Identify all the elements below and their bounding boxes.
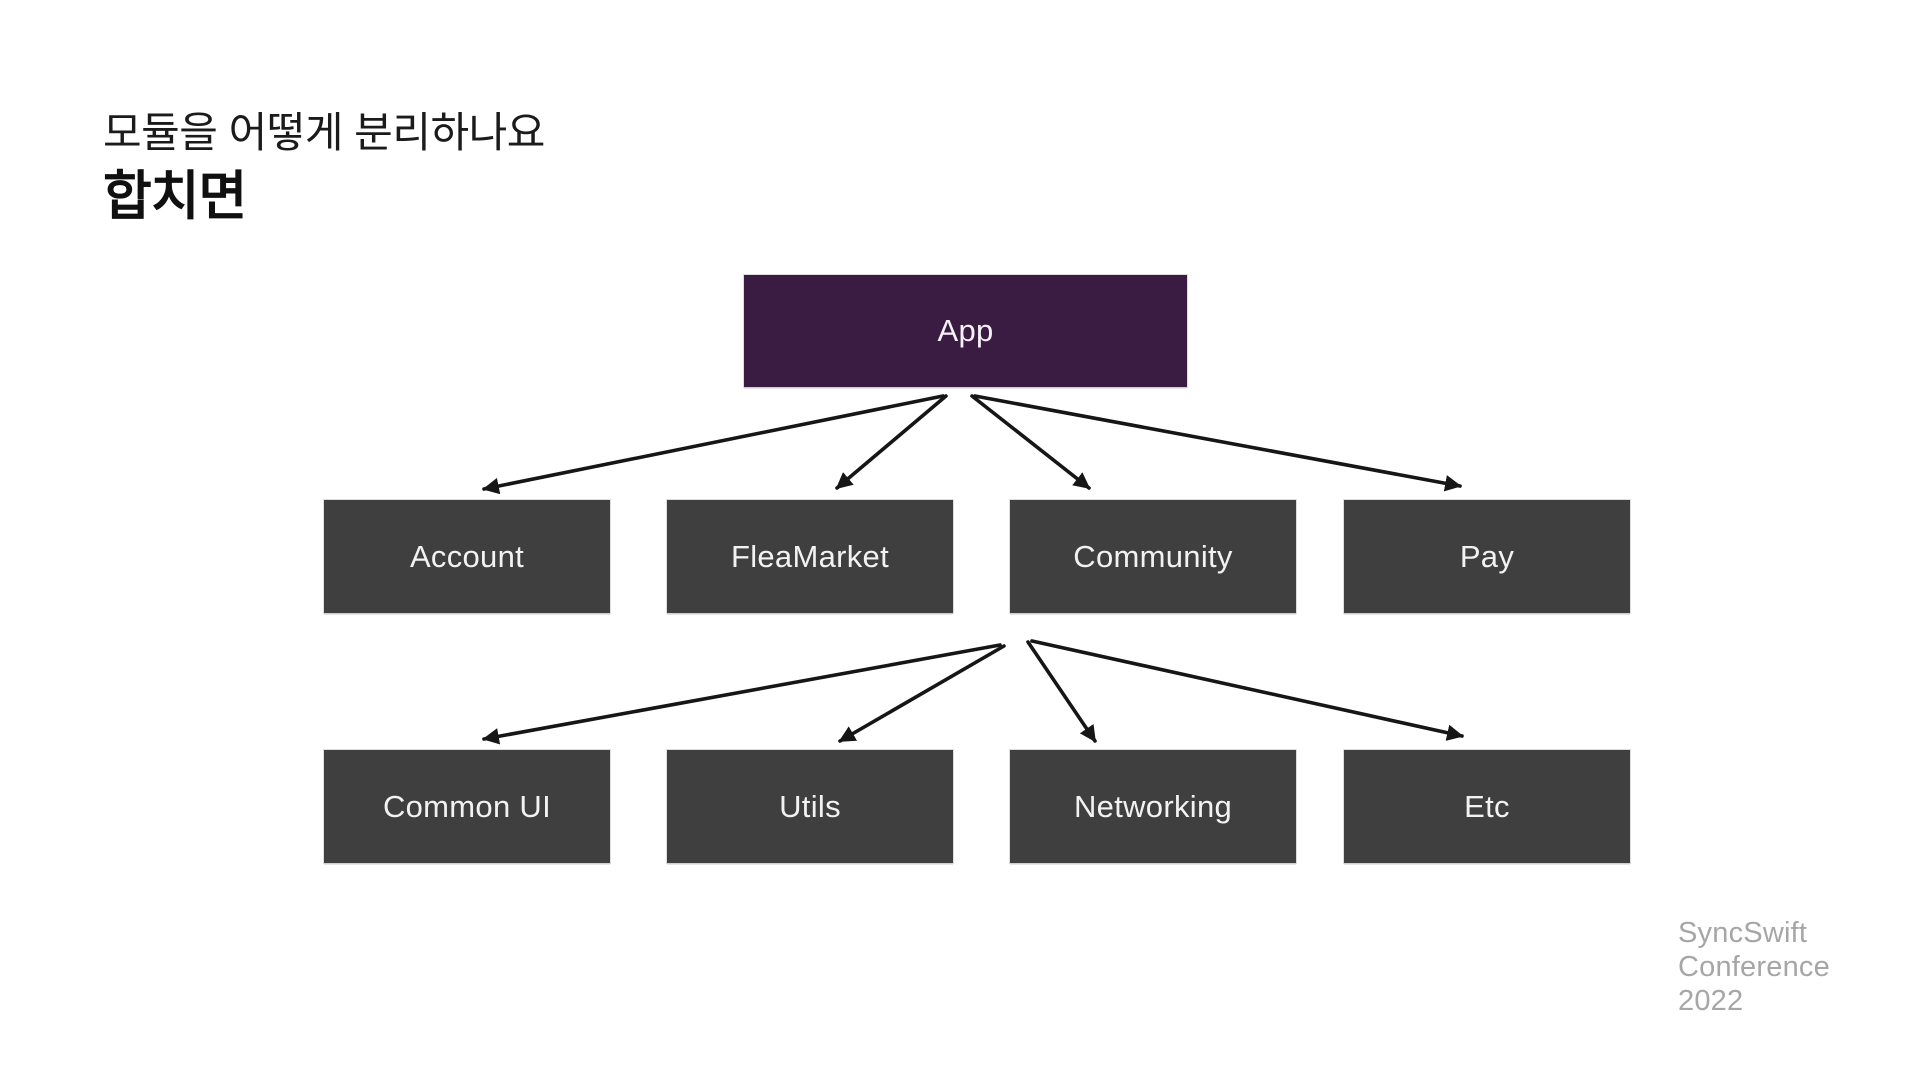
diagram-node-app: App (744, 275, 1187, 387)
diagram-node-account: Account (324, 500, 610, 613)
diagram-node-pay: Pay (1344, 500, 1630, 613)
diagram-node-etc: Etc (1344, 750, 1630, 863)
slide-kicker: 모듈을 어떻게 분리하나요 (103, 109, 545, 156)
node-label-commonui: Common UI (382, 788, 552, 824)
diagram-node-community: Community (1010, 500, 1296, 613)
diagram-node-fleamarket: FleaMarket (667, 500, 953, 613)
watermark-line-2: Conference (1678, 951, 1830, 983)
conference-watermark: SyncSwift Conference 2022 (1678, 916, 1830, 1018)
node-label-etc: Etc (1464, 788, 1510, 824)
node-label-community: Community (1073, 538, 1233, 574)
arrow-group (482, 394, 1464, 745)
node-label-networking: Networking (1073, 788, 1233, 824)
node-label-utils: Utils (779, 788, 841, 824)
slide-title: 합치면 (103, 167, 247, 226)
arrow-app-to-community (970, 394, 1091, 490)
arrow-hub-to-utils (838, 644, 1006, 743)
node-label-pay: Pay (1459, 538, 1515, 574)
arrow-app-to-account (482, 394, 945, 495)
node-label-fleamarket: FleaMarket (730, 538, 890, 574)
diagram-node-commonui: Common UI (324, 750, 610, 863)
arrow-hub-to-etc (1030, 639, 1464, 741)
diagram-node-networking: Networking (1010, 750, 1296, 863)
node-label-app: App (937, 313, 994, 348)
watermark-line-3: 2022 (1678, 985, 1744, 1017)
node-label-account: Account (409, 538, 525, 574)
arrow-app-to-fleamarket (835, 394, 948, 490)
arrow-hub-to-networking (1026, 640, 1097, 743)
arrow-app-to-pay (973, 394, 1462, 492)
diagram-node-utils: Utils (667, 750, 953, 863)
arrow-hub-to-commonui (482, 643, 1002, 745)
watermark-line-1: SyncSwift (1678, 917, 1808, 949)
